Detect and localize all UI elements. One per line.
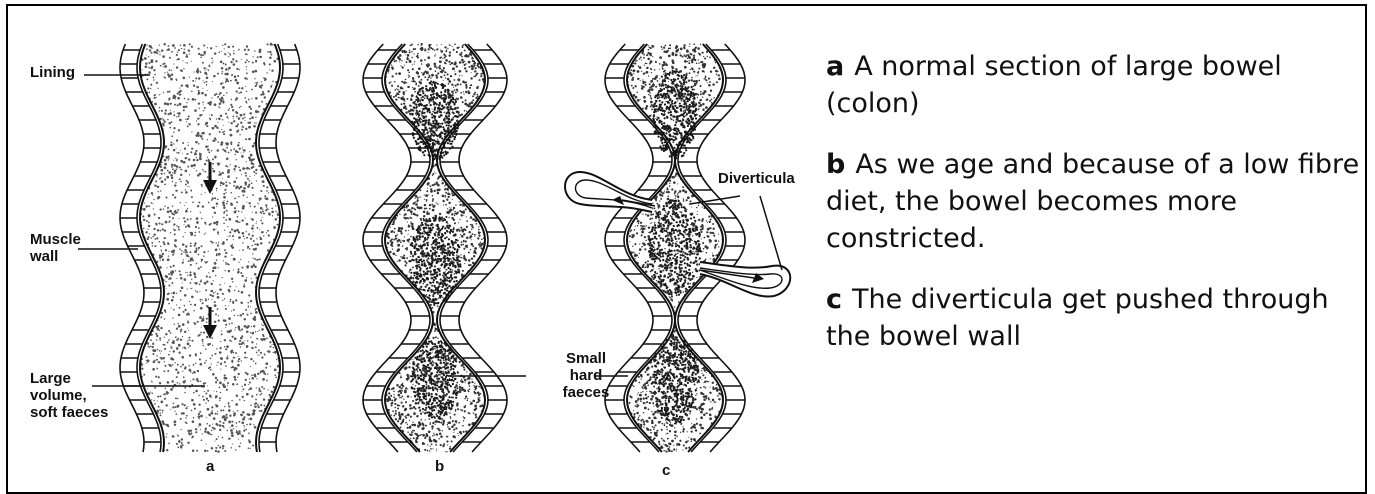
label-diverticula: Diverticula [718,170,795,187]
captions: aA normal section of large bowel (colon)… [826,48,1366,379]
label-lining: Lining [30,64,75,81]
label-small-hard-faeces: Small hard faeces [556,350,616,401]
caption-b: bAs we age and because of a low fibre di… [826,146,1366,257]
bowel-diagram [0,0,830,484]
bowel-section-b [363,43,507,452]
label-muscle-wall: Muscle wall [30,231,81,265]
panel-letter-c: c [662,462,670,479]
caption-a: aA normal section of large bowel (colon) [826,48,1366,122]
panel-letter-a: a [206,458,214,475]
panel-letter-b: b [435,458,444,475]
diverticula-pointer-2 [760,196,782,270]
bowel-section-a [120,43,300,453]
label-large-volume: Large volume, soft faeces [30,370,108,421]
caption-c: cThe diverticula get pushed through the … [826,281,1366,355]
